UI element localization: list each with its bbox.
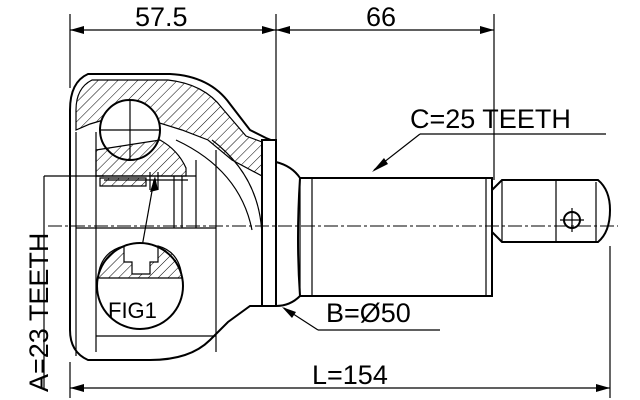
- stub-shaft: [275, 160, 612, 308]
- l-length-label: L=154: [312, 360, 388, 390]
- a-spline-bracket: [43, 175, 104, 390]
- b-diameter-leader: [282, 307, 440, 331]
- l-dimension-line: [69, 246, 611, 398]
- top-dimension-lines: [69, 14, 495, 180]
- dim-57-5-label: 57.5: [135, 2, 188, 32]
- fig1-detail: [96, 242, 184, 330]
- inner-cage-section: [75, 99, 263, 356]
- a-spline-label: A=23 TEETH: [24, 233, 54, 392]
- c-spline-label: C=25 TEETH: [410, 104, 571, 134]
- c-spline-leader: [372, 133, 606, 172]
- outer-bell-housing: [69, 73, 277, 361]
- dim-66-label: 66: [366, 2, 396, 32]
- fig1-label: FIG1: [108, 298, 157, 323]
- b-diameter-label: B=Ø50: [326, 298, 411, 328]
